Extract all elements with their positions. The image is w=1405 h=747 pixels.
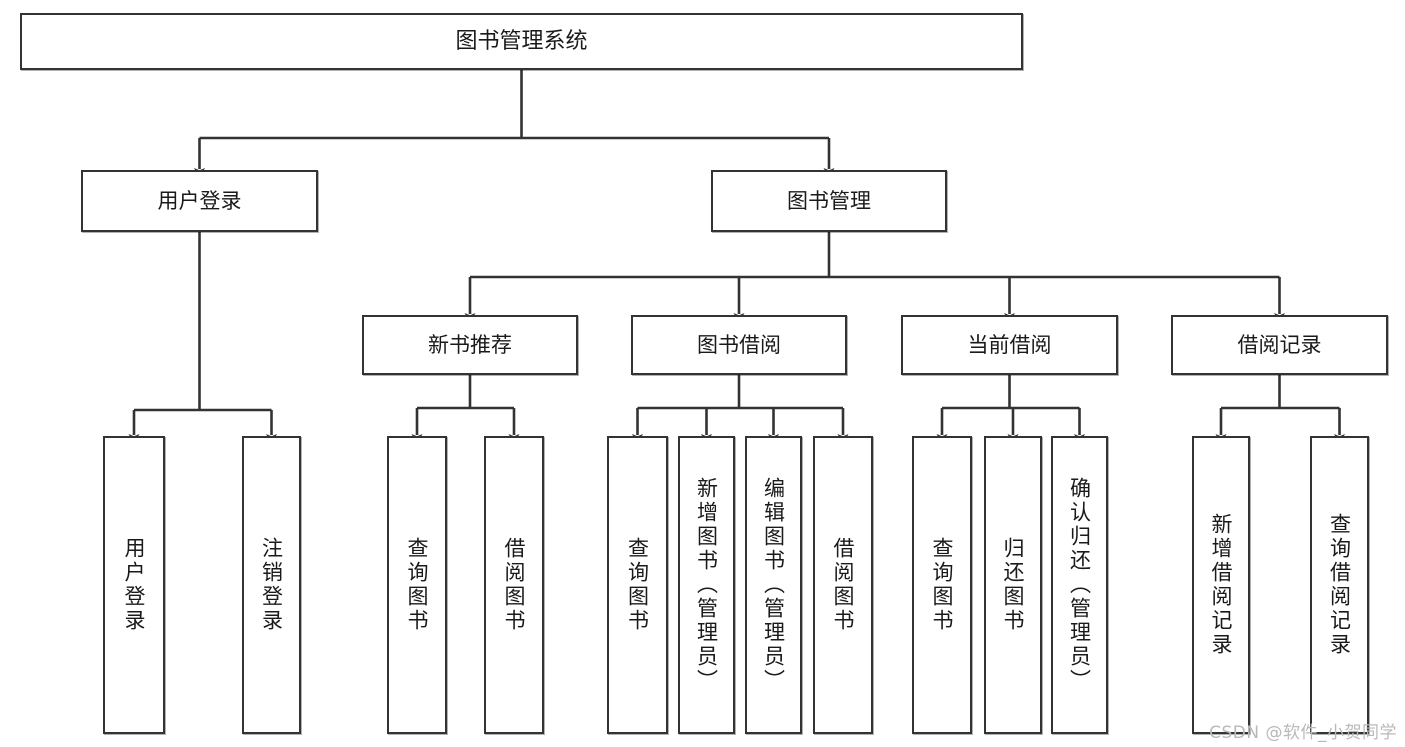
node-leaf-logout[interactable]: 注销登录 — [242, 436, 301, 734]
node-label: 图书借阅 — [697, 332, 781, 357]
node-label: 借阅图书 — [831, 537, 856, 633]
node-label: 查询图书 — [405, 537, 430, 633]
node-label: 新增图书（管理员） — [694, 477, 719, 693]
node-leaf-query-book-1[interactable]: 查询图书 — [387, 436, 447, 734]
node-label: 用户登录 — [157, 188, 242, 213]
node-label: 图书管理系统 — [455, 28, 588, 54]
node-label: 借阅记录 — [1237, 332, 1322, 357]
node-current-borrow[interactable]: 当前借阅 — [901, 315, 1118, 375]
node-leaf-add-book[interactable]: 新增图书（管理员） — [678, 436, 735, 734]
node-leaf-query-book-2[interactable]: 查询图书 — [607, 436, 668, 734]
node-leaf-add-record[interactable]: 新增借阅记录 — [1192, 436, 1250, 734]
node-leaf-query-record[interactable]: 查询借阅记录 — [1310, 436, 1369, 734]
node-borrow-record[interactable]: 借阅记录 — [1171, 315, 1388, 375]
node-label: 查询借阅记录 — [1327, 513, 1352, 657]
node-label: 用户登录 — [122, 537, 147, 633]
node-leaf-confirm-return[interactable]: 确认归还（管理员） — [1051, 436, 1108, 734]
node-label: 查询图书 — [625, 537, 650, 633]
node-leaf-return-book[interactable]: 归还图书 — [984, 436, 1042, 734]
node-new-book-recommend[interactable]: 新书推荐 — [362, 315, 578, 375]
node-leaf-user-login[interactable]: 用户登录 — [103, 436, 165, 734]
node-label: 查询图书 — [930, 537, 955, 633]
node-label: 图书管理 — [787, 188, 871, 213]
node-label: 当前借阅 — [967, 332, 1052, 357]
node-leaf-edit-book[interactable]: 编辑图书（管理员） — [745, 436, 802, 734]
node-user-login[interactable]: 用户登录 — [81, 170, 318, 232]
node-root[interactable]: 图书管理系统 — [20, 13, 1023, 70]
node-label: 注销登录 — [259, 537, 284, 633]
node-label: 借阅图书 — [502, 537, 527, 633]
node-label: 确认归还（管理员） — [1067, 477, 1092, 693]
node-label: 新书推荐 — [428, 332, 512, 357]
node-book-borrow[interactable]: 图书借阅 — [631, 315, 847, 375]
node-leaf-borrow-book-1[interactable]: 借阅图书 — [484, 436, 544, 734]
node-label: 新增借阅记录 — [1209, 513, 1234, 657]
node-leaf-borrow-book-2[interactable]: 借阅图书 — [813, 436, 873, 734]
node-label: 归还图书 — [1001, 537, 1026, 633]
watermark-text: CSDN @软件_小贺同学 — [1209, 723, 1397, 743]
node-book-manage[interactable]: 图书管理 — [711, 170, 947, 232]
node-leaf-query-book-3[interactable]: 查询图书 — [912, 436, 972, 734]
node-label: 编辑图书（管理员） — [761, 477, 786, 693]
